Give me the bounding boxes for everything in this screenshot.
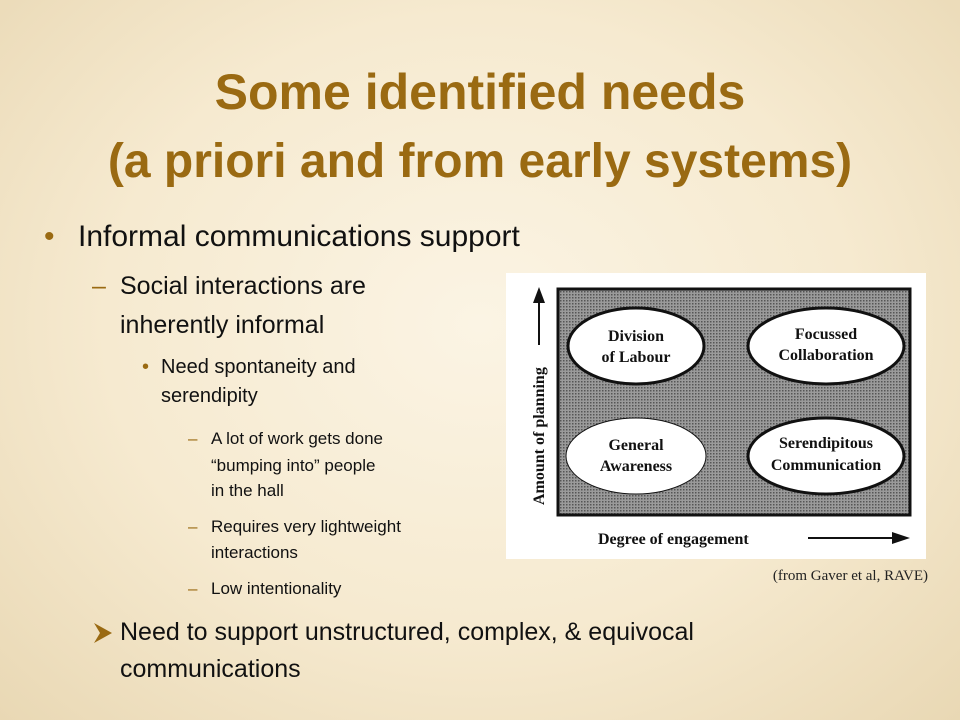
- detail-bumping-line2: “bumping into” people: [211, 456, 376, 475]
- need-unstructured-line1: Need to support unstructured, complex, &…: [120, 618, 694, 646]
- detail-lightweight-line1: Requires very lightweight: [211, 517, 401, 536]
- sub-item-spontaneity-line1: Need spontaneity and: [161, 356, 356, 378]
- slide-title: Some identified needs: [214, 64, 746, 120]
- detail-bumping-line1: A lot of work gets done: [211, 429, 383, 448]
- quadrant-general-ellipse: [565, 417, 707, 495]
- quadrant-label-serendipitous-2: Communication: [771, 457, 881, 474]
- need-unstructured-line2: communications: [120, 655, 301, 683]
- bullet-marker: •: [142, 356, 150, 378]
- quadrant-serendipitous-ellipse: [746, 416, 906, 496]
- quadrant-label-division-1: Division: [608, 328, 664, 345]
- diagram-svg: Division of Labour Focussed Collaboratio…: [531, 287, 912, 548]
- bullet-marker: •: [44, 220, 55, 253]
- slide-subtitle: (a priori and from early systems): [107, 135, 853, 188]
- dash-marker: –: [92, 272, 106, 300]
- y-axis-label: Amount of planning: [531, 367, 548, 505]
- detail-lightweight-line2: interactions: [211, 543, 298, 562]
- quadrant-label-serendipitous-1: Serendipitous: [779, 435, 873, 452]
- quadrant-label-focussed-1: Focussed: [795, 326, 857, 343]
- x-axis-arrowhead-icon: [892, 532, 910, 544]
- bullet-informal-communications: Informal communications support: [78, 220, 520, 253]
- dash-marker: –: [188, 579, 198, 598]
- figure-caption: (from Gaver et al, RAVE): [772, 568, 928, 584]
- sub-item-social-line2: inherently informal: [120, 311, 325, 339]
- quadrant-label-general-1: General: [608, 437, 664, 454]
- sub-item-spontaneity-line2: serendipity: [161, 385, 258, 407]
- quadrant-label-general-2: Awareness: [600, 458, 672, 475]
- quadrant-label-focussed-2: Collaboration: [778, 347, 873, 364]
- dash-marker: –: [188, 429, 198, 448]
- detail-bumping-line3: in the hall: [211, 481, 284, 500]
- quadrant-division-ellipse: [566, 306, 706, 386]
- sub-item-social-line1: Social interactions are: [120, 272, 366, 300]
- detail-low-intentionality: Low intentionality: [211, 579, 342, 598]
- arrowhead-bullet-icon: [92, 620, 116, 648]
- dash-marker: –: [188, 517, 198, 536]
- quadrant-label-division-2: of Labour: [602, 349, 671, 366]
- y-axis-arrowhead-icon: [533, 287, 545, 303]
- rave-quadrant-diagram: Division of Labour Focussed Collaboratio…: [506, 273, 926, 559]
- quadrant-focussed-ellipse: [746, 306, 906, 386]
- x-axis-label: Degree of engagement: [598, 531, 749, 548]
